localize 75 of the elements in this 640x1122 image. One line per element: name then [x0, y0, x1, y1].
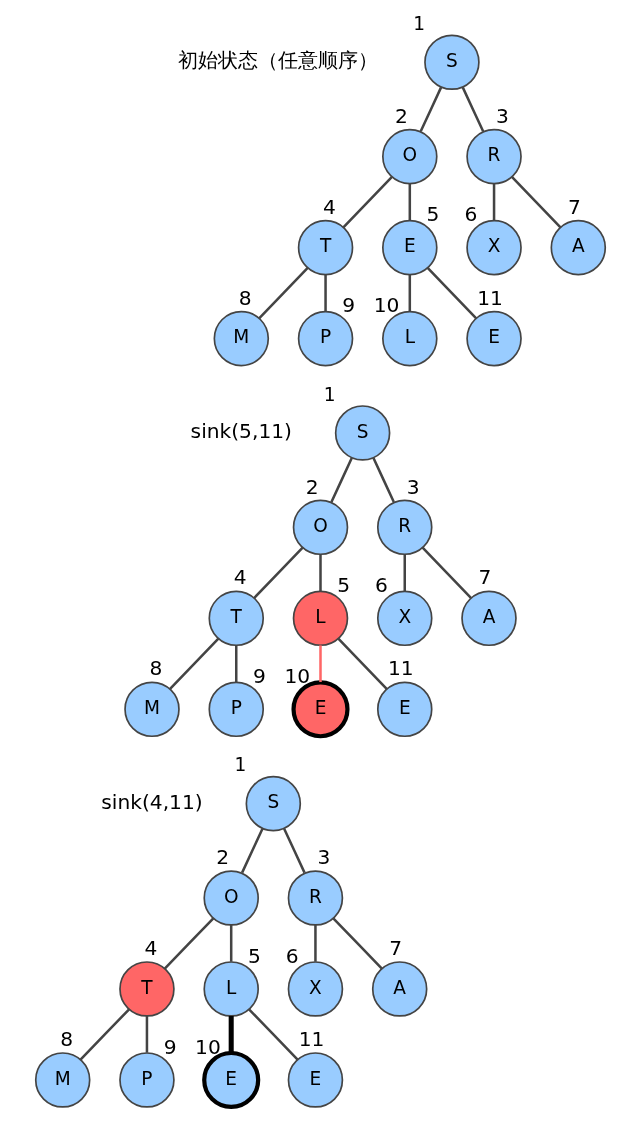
connector: [421, 546, 472, 599]
connector: [168, 637, 219, 690]
connector: [163, 917, 214, 970]
connector: [419, 86, 442, 132]
connector: [323, 274, 327, 312]
connector: [247, 1008, 298, 1061]
connector: [229, 925, 232, 962]
connector: [282, 828, 306, 874]
node-circle: T: [207, 590, 264, 647]
node-label: 7: [478, 565, 491, 590]
connector: [342, 176, 393, 229]
node-label: 3: [406, 474, 420, 499]
node-label: 11: [476, 285, 503, 310]
node-label: 8: [149, 656, 162, 681]
node-circle: M: [34, 1052, 90, 1108]
label: 初始状态（任意顺序）: [177, 48, 378, 73]
node-label: 8: [59, 1026, 73, 1051]
node-label: 7: [567, 194, 581, 219]
node-circle: O: [381, 128, 438, 185]
connector: [336, 637, 388, 690]
node-circle: E: [376, 681, 433, 738]
connector: [318, 554, 322, 591]
connector: [145, 1016, 148, 1053]
node-label: 8: [238, 285, 252, 310]
node-label: 4: [143, 935, 157, 960]
node-circle: E: [465, 310, 522, 367]
node-circle: O: [292, 499, 348, 556]
connector: [79, 1008, 130, 1061]
connector: [371, 457, 395, 503]
connector: [408, 183, 411, 221]
node-label: 11: [298, 1026, 324, 1051]
node-label: 4: [322, 194, 336, 219]
node-circle: R: [376, 499, 433, 556]
connector: [492, 183, 495, 221]
connector: [234, 645, 237, 682]
node-circle: R: [287, 870, 343, 926]
connector: [228, 1016, 234, 1053]
label: sink(5,11): [190, 419, 292, 444]
node-circle: E: [287, 1052, 343, 1108]
connector: [426, 267, 477, 320]
connector: [331, 917, 383, 970]
node-circle: S: [245, 775, 301, 832]
connector: [329, 457, 353, 503]
node-label: 2: [305, 474, 319, 499]
connector: [313, 925, 317, 962]
node-circle: A: [371, 961, 427, 1017]
node-label: 2: [215, 845, 229, 870]
connector: [403, 554, 406, 591]
node-label: 7: [388, 935, 402, 960]
node-label: 1: [234, 754, 246, 776]
connector: [257, 267, 309, 320]
node-circle: T: [118, 961, 175, 1017]
node-circle: M: [213, 310, 269, 367]
connector: [252, 546, 304, 599]
connector: [408, 274, 411, 312]
node-circle: O: [202, 870, 259, 926]
node-circle: R: [465, 128, 522, 185]
node-circle: T: [297, 219, 353, 276]
node-label: 4: [233, 565, 247, 590]
node-label: 2: [394, 103, 408, 128]
connector: [318, 645, 322, 682]
node-label: 3: [495, 103, 509, 128]
node-label: 1: [412, 12, 425, 34]
node-label: 1: [323, 383, 336, 405]
node-circle: A: [460, 590, 517, 647]
node-circle: A: [550, 219, 606, 276]
node-circle: M: [123, 681, 180, 738]
node-label: 3: [316, 845, 330, 870]
node-circle: S: [423, 34, 480, 91]
connector: [461, 86, 484, 132]
label: sink(4,11): [100, 789, 203, 814]
connector: [240, 828, 264, 874]
node-label: 11: [387, 656, 414, 681]
node-circle: S: [334, 405, 390, 461]
connector: [510, 176, 561, 229]
